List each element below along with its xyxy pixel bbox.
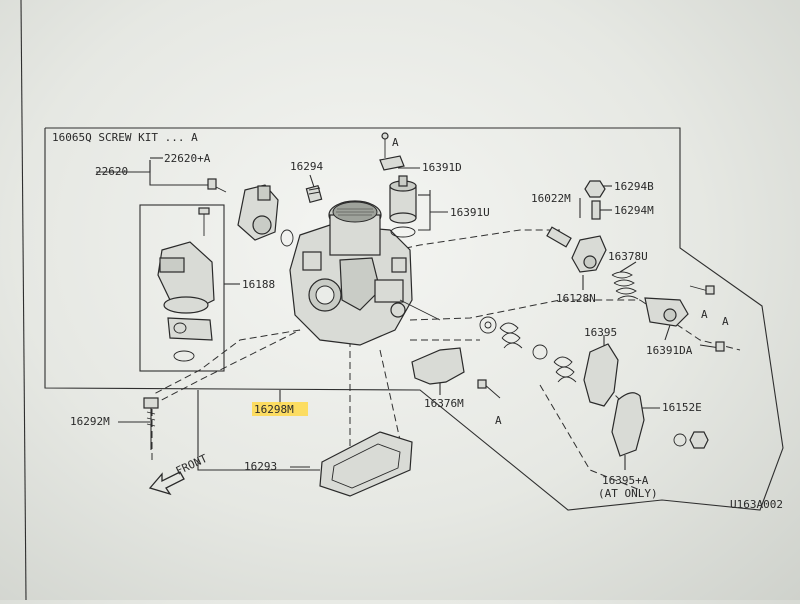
sensor-16188 xyxy=(157,207,215,362)
page-left-edge xyxy=(20,0,27,601)
label-at-only: (AT ONLY) xyxy=(598,487,658,500)
label-22620: 22620 xyxy=(95,165,128,178)
label-16298m: 16298M xyxy=(254,403,294,416)
label-22620a: 22620+A xyxy=(164,152,211,165)
label-a-3: A xyxy=(722,315,729,328)
label-front: FRONT xyxy=(174,452,210,478)
label-16376m: 16376M xyxy=(424,397,464,410)
label-16378u: 16378U xyxy=(608,250,648,263)
throttle-sensor xyxy=(207,178,294,247)
label-a-2: A xyxy=(701,308,708,321)
label-16395a: 16395+A xyxy=(602,474,649,487)
label-a-4: A xyxy=(495,414,502,427)
screw-16294 xyxy=(305,184,323,204)
label-16152e: 16152E xyxy=(662,401,702,414)
label-16294: 16294 xyxy=(290,160,323,173)
linkage-parts xyxy=(411,180,725,457)
leader-gasket xyxy=(197,390,320,471)
bolt-16292m xyxy=(143,397,159,450)
front-arrow xyxy=(148,471,185,496)
assembly-boundary xyxy=(44,127,784,511)
throttle-body xyxy=(289,200,441,346)
label-16294m: 16294M xyxy=(614,204,654,217)
label-16292m: 16292M xyxy=(70,415,110,428)
label-16022m: 16022M xyxy=(531,192,571,205)
label-screw-kit: 16065Q SCREW KIT ... A xyxy=(52,131,198,144)
label-a-1: A xyxy=(392,136,399,149)
label-16391u: 16391U xyxy=(450,206,490,219)
label-fig-code: U163A002 xyxy=(730,498,783,511)
gasket-16293 xyxy=(319,431,413,497)
label-16128n: 16128N xyxy=(556,292,596,305)
label-16293: 16293 xyxy=(244,460,277,473)
label-16188: 16188 xyxy=(242,278,275,291)
label-16391d: 16391D xyxy=(422,161,462,174)
label-16391da: 16391DA xyxy=(646,344,693,357)
highlight-marker xyxy=(252,402,308,416)
actuator-16391 xyxy=(379,132,417,238)
label-16294b: 16294B xyxy=(614,180,654,193)
label-16395: 16395 xyxy=(584,326,617,339)
sensor-subbox xyxy=(139,204,225,372)
